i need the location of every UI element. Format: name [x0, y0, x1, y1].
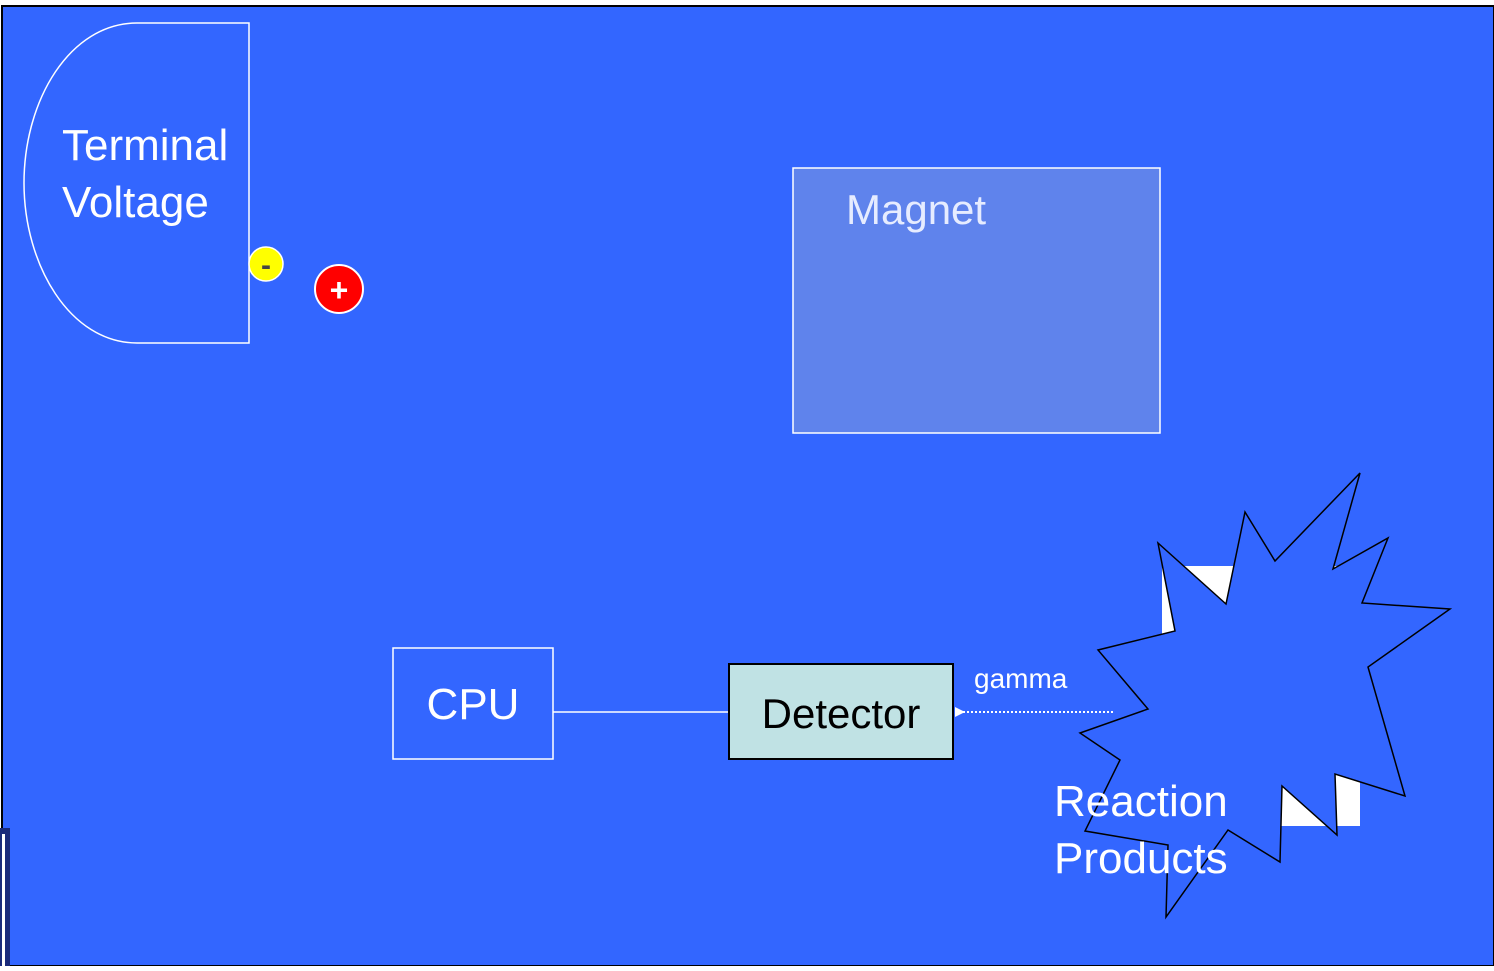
magnet-box — [792, 167, 1161, 434]
side-bar-highlight — [2, 834, 5, 966]
terminal-shape — [23, 22, 250, 344]
cpu-label: CPU — [427, 680, 520, 729]
reaction-label-line2: Products — [1054, 834, 1228, 883]
magnet-label: Magnet — [846, 186, 986, 233]
top-strip — [0, 0, 1494, 6]
terminal-label-line1: Terminal — [62, 121, 228, 170]
positive-particle-symbol: + — [330, 272, 349, 308]
negative-particle — [248, 246, 284, 282]
detector-box — [728, 663, 954, 760]
reaction-label-line1: Reaction — [1054, 777, 1228, 826]
cpu-box — [392, 647, 554, 760]
detector-label: Detector — [762, 690, 921, 737]
negative-particle-symbol: - — [261, 249, 271, 282]
positive-particle — [314, 264, 364, 314]
terminal-label-line2: Voltage — [62, 178, 209, 227]
gamma-label: gamma — [974, 663, 1068, 694]
reaction-burst — [1078, 472, 1453, 920]
